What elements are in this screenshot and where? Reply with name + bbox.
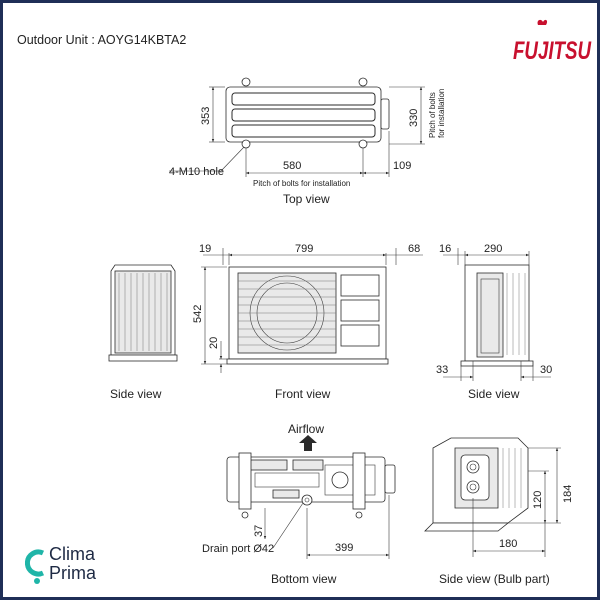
technical-drawing: Outdoor Unit : AOYG14KBTA2 FUJITSU 353 3… bbox=[17, 19, 592, 586]
dim-bulb-h1: 120 bbox=[532, 491, 544, 509]
label-pitch-bottom: Pitch of bolts for installation bbox=[253, 179, 350, 188]
bottom-view: Airflow 37 399 Drain port Ø42 Bottom vie… bbox=[202, 422, 396, 586]
bulb-view: 120 184 180 Side view (Bulb part) bbox=[424, 437, 574, 586]
dim-side-top-left: 16 bbox=[439, 243, 451, 255]
front-view: 19 799 68 542 20 Front view bbox=[192, 243, 423, 401]
caption-bulb-view: Side view (Bulb part) bbox=[439, 572, 550, 586]
logo-line-1: Clima bbox=[49, 544, 96, 564]
spec-sheet: Outdoor Unit : AOYG14KBTA2 FUJITSU 353 3… bbox=[3, 3, 597, 597]
dim-side-bottom-left: 33 bbox=[436, 364, 448, 376]
side-view-right: 16 290 33 30 Side view bbox=[436, 243, 552, 401]
dim-front-base: 20 bbox=[208, 337, 220, 349]
fujitsu-mark-icon bbox=[537, 19, 548, 25]
clima-prima-mark-icon bbox=[25, 549, 45, 584]
dim-front-height: 542 bbox=[192, 305, 204, 323]
fujitsu-logo: FUJITSU bbox=[513, 37, 592, 65]
caption-side-view-right: Side view bbox=[468, 387, 520, 401]
label-pitch-side-2: for installation bbox=[437, 89, 446, 138]
airflow-arrow-icon bbox=[299, 435, 317, 451]
caption-front-view: Front view bbox=[275, 387, 331, 401]
top-view: 353 330 Pitch of bolts for installation … bbox=[169, 77, 446, 206]
dim-front-width: 799 bbox=[295, 243, 313, 255]
side-view-left: Side view bbox=[108, 264, 178, 401]
dim-front-right: 68 bbox=[408, 243, 420, 255]
dim-drain-dist: 399 bbox=[335, 542, 353, 554]
dim-drain-offset: 37 bbox=[253, 525, 265, 537]
clima-prima-logo: Clima Prima bbox=[25, 543, 135, 593]
label-airflow: Airflow bbox=[288, 422, 324, 436]
dim-bulb-w: 180 bbox=[499, 538, 517, 550]
dim-top-bolt-width: 580 bbox=[283, 160, 301, 172]
dim-top-bolt-depth: 330 bbox=[408, 109, 420, 127]
clima-prima-wordmark: Clima Prima bbox=[49, 545, 96, 583]
page-title: Outdoor Unit : AOYG14KBTA2 bbox=[17, 33, 186, 47]
dim-bulb-h2: 184 bbox=[562, 485, 574, 503]
label-hole: 4-M10 hole bbox=[169, 166, 224, 178]
logo-line-2: Prima bbox=[49, 563, 97, 583]
dim-side-bottom-right: 30 bbox=[540, 364, 552, 376]
dim-side-top-width: 290 bbox=[484, 243, 502, 255]
caption-top-view: Top view bbox=[283, 192, 330, 206]
dim-front-left: 19 bbox=[199, 243, 211, 255]
caption-bottom-view: Bottom view bbox=[271, 572, 337, 586]
label-pitch-side-1: Pitch of bolts bbox=[428, 92, 437, 138]
caption-side-view-left: Side view bbox=[110, 387, 162, 401]
dim-top-depth: 353 bbox=[200, 107, 212, 125]
label-drain: Drain port Ø42 bbox=[202, 543, 274, 555]
dim-top-offset: 109 bbox=[393, 160, 411, 172]
